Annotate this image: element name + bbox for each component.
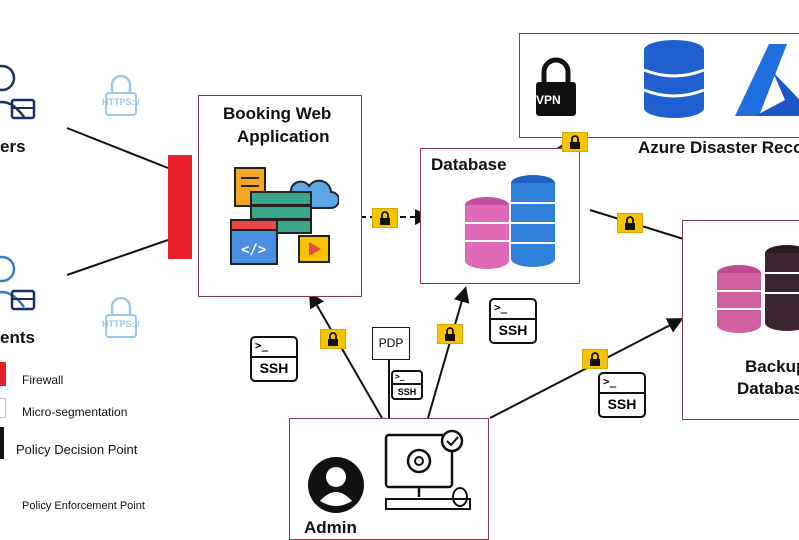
admin-title: Admin <box>304 518 357 537</box>
backup-db-box: Backup Databas <box>682 220 799 420</box>
legend-microseg-swatch <box>0 398 6 418</box>
encryption-lock-icon-5 <box>437 324 463 344</box>
ssh-label-1: SSH <box>259 360 289 376</box>
agent-person-icon <box>0 255 36 311</box>
svg-text:</>: </> <box>241 242 266 258</box>
legend-pep-label: Policy Enforcement Point <box>22 500 145 512</box>
booking-title-line2: Application <box>237 127 330 146</box>
vpn-lock-icon <box>536 57 576 116</box>
legend-microseg-label: Micro-segmentation <box>22 405 128 419</box>
users-to-firewall-line <box>66 127 169 169</box>
agents-to-firewall-line <box>66 239 169 276</box>
pdp-box: PDP <box>372 327 410 360</box>
backup-title-line2: Databas <box>737 379 799 398</box>
legend-firewall-swatch <box>0 362 6 386</box>
legend-firewall-label: Firewall <box>22 373 64 387</box>
database-stack-icon <box>465 175 555 269</box>
firewall-bar <box>168 155 192 259</box>
admin-box: Admin <box>289 418 489 540</box>
azure-title: Azure Disaster Reco <box>638 138 799 157</box>
admin-avatar-icon <box>308 457 364 513</box>
encryption-lock-icon-1 <box>562 132 588 152</box>
azure-logo-icon <box>735 44 799 116</box>
web-app-server-icon: </> <box>230 167 339 265</box>
vpn-label: VPN <box>536 93 561 107</box>
backup-database-icon <box>717 245 799 333</box>
admin-to-db-arrow <box>427 286 470 419</box>
legend-pdp-swatch <box>0 427 4 459</box>
admin-to-app-arrow <box>309 291 383 419</box>
encryption-lock-icon-6 <box>582 349 608 369</box>
azure-dr-box: VPN Azure Disaster Reco <box>519 33 799 157</box>
encryption-lock-icon-3 <box>617 213 643 233</box>
database-box: Database <box>420 148 580 284</box>
agents-label: ents <box>0 328 35 347</box>
backup-title-line1: Backup <box>745 357 799 376</box>
ssh-label-3: SSH <box>607 396 637 412</box>
users-label: ers <box>0 137 26 156</box>
https-lock-icon-2: HTTPS:// <box>100 296 142 339</box>
encryption-lock-icon-4 <box>320 329 346 349</box>
https-label: HTTPS:// <box>102 97 140 107</box>
database-title: Database <box>431 155 507 174</box>
ssh-terminal-icon-small: >_ SSH <box>391 370 423 400</box>
https-label-2: HTTPS:// <box>102 319 140 329</box>
https-lock-icon: HTTPS:// <box>100 74 142 117</box>
ssh-label-2: SSH <box>498 322 528 338</box>
ssh-terminal-icon-1: >_ SSH <box>250 336 298 382</box>
admin-to-backup-arrow <box>489 318 684 419</box>
admin-computer-gear-icon <box>384 429 471 510</box>
encryption-lock-icon-2 <box>372 208 398 228</box>
booking-app-box: Booking Web Application </> <box>198 95 362 297</box>
ssh-terminal-icon-2: >_ SSH <box>489 298 537 344</box>
ssh-terminal-icon-3: >_ SSH <box>598 372 646 418</box>
azure-database-icon <box>643 40 705 118</box>
booking-title-line1: Booking Web <box>223 104 332 123</box>
user-person-icon <box>0 64 36 120</box>
ssh-label-small: SSH <box>397 387 417 397</box>
legend-pdp-label: Policy Decision Point <box>16 442 138 457</box>
